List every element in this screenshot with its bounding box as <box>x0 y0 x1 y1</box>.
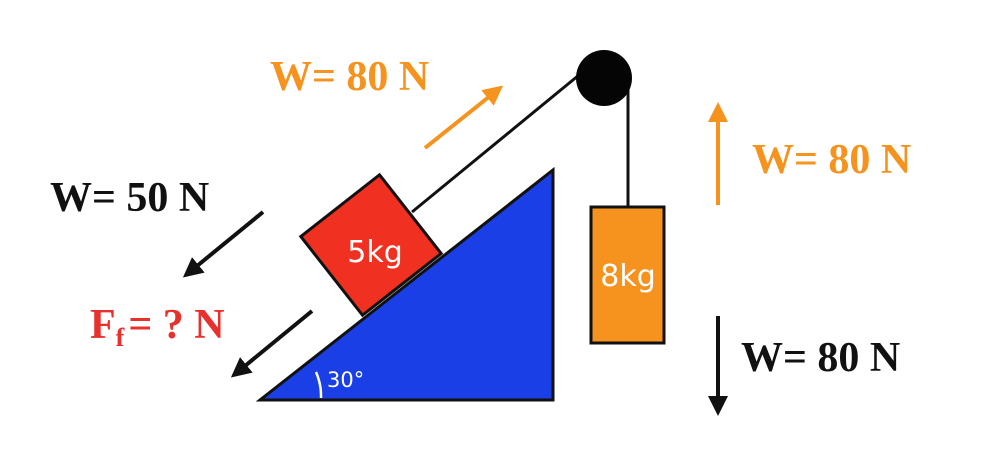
block-large-mass: 8kg <box>600 259 656 294</box>
rope-incline <box>411 64 591 214</box>
label-tension-on-hanging: W= 80 N <box>752 137 911 183</box>
arrow-icon-tension-up-incline <box>423 85 504 150</box>
arrow-icon-friction <box>230 309 314 378</box>
friction-prefix: F <box>90 302 116 348</box>
angle-arc <box>314 371 323 399</box>
pulley-icon <box>576 50 632 106</box>
label-friction: Ff= ? N <box>90 302 225 352</box>
incline-ramp <box>255 166 555 402</box>
friction-value: = ? N <box>128 302 224 348</box>
label-tension-on-block: W= 80 N <box>270 54 429 100</box>
block-large <box>589 205 666 345</box>
block-small-mass: 5kg <box>347 235 403 270</box>
label-weight-component: W= 50 N <box>50 175 209 221</box>
label-hanging-weight: W= 80 N <box>741 335 900 381</box>
angle-label: 30° <box>327 368 364 392</box>
block-small <box>298 172 444 318</box>
arrow-icon-weight-component <box>182 210 265 278</box>
friction-subscript: f <box>116 323 125 352</box>
